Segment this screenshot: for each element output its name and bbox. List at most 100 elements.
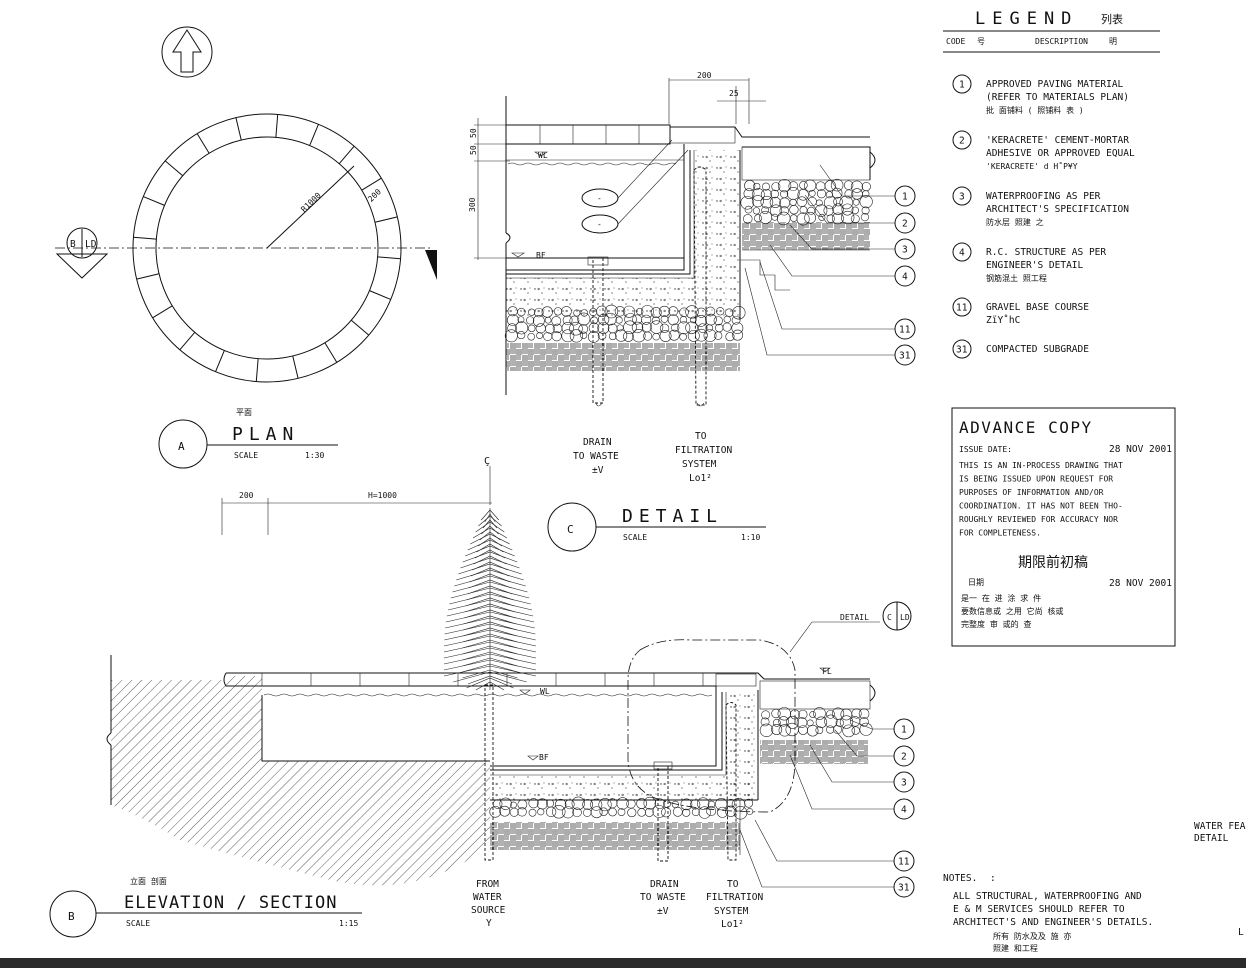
legend-desc-line: ARCHITECT'S SPECIFICATION <box>986 204 1129 215</box>
plan-width-label: 200 <box>366 187 383 204</box>
plan-title-cn: 平面 <box>236 408 252 417</box>
detail-dim-50b: 50 <box>469 145 478 155</box>
notes-line: ARCHITECT'S AND ENGINEER'S DETAILS. <box>953 917 1153 928</box>
legend-items: 1 APPROVED PAVING MATERIAL (REFER TO MATER… <box>952 74 1135 359</box>
legend-desc-line: 防水层 照建 之 <box>986 217 1044 227</box>
svg-text:DRAIN: DRAIN <box>583 437 612 448</box>
elevation-view: 200 H=1000 Ç WL BF <box>49 456 915 938</box>
detail-title: DETAIL <box>622 506 723 527</box>
title-block: WATER FEA DETAIL L <box>1194 821 1246 938</box>
north-arrow-icon <box>161 26 213 78</box>
legend-desc-header: DESCRIPTION <box>1035 37 1088 46</box>
detail-dim-25: 25 <box>729 89 739 98</box>
advance-body-line: ROUGHLY REVIEWED FOR ACCURACY NOR <box>959 515 1118 524</box>
detail-drain-label: DRAIN TO WASTE ±V <box>573 437 619 476</box>
legend-code-label: 31 <box>956 345 968 356</box>
detail-dim-50a: 50 <box>469 128 478 138</box>
legend-title-cn: 列表 <box>1101 12 1123 26</box>
detail-marker-letter: C <box>567 523 574 536</box>
notes-title-cn: : <box>990 873 996 884</box>
elev-water-label: FROM WATER SOURCE Y <box>471 879 506 929</box>
advance-issue-label: ISSUE DATE: <box>959 445 1012 454</box>
legend-code-label: 1 <box>959 80 965 91</box>
elev-drain-label: DRAIN TO WASTE ±V <box>640 879 686 917</box>
elev-filtration-label: TO FILTRATION SYSTEM Lo1² <box>706 879 763 930</box>
svg-text:TO: TO <box>695 431 707 442</box>
legend-desc-line: 批 面铺料 ( 照铺料 表 ) <box>986 105 1084 115</box>
titleblock-corner: L <box>1238 927 1244 938</box>
legend-desc-line: 钢筋混土 照工程 <box>986 273 1047 283</box>
legend-code-1 <box>952 74 972 94</box>
elev-title-marker <box>49 890 97 938</box>
detail-oval-1: - <box>597 194 602 203</box>
bottom-border <box>0 958 1246 968</box>
callout-label: 11 <box>899 325 911 336</box>
svg-text:WATER: WATER <box>473 892 502 903</box>
elev-detail-ref-ld: LD <box>900 613 910 622</box>
advance-title: ADVANCE COPY <box>959 418 1093 437</box>
detail-bf: BF <box>536 251 546 260</box>
legend-code-2 <box>952 130 972 150</box>
detail-filtration-label: TO FILTRATION SYSTEM Lo1² <box>675 431 732 484</box>
svg-text:FILTRATION: FILTRATION <box>675 445 732 456</box>
legend-desc-line: R.C. STRUCTURE AS PER <box>986 247 1106 258</box>
advance-cn-title: 期限前初稿 <box>1018 554 1088 571</box>
notes: NOTES. : ALL STRUCTURAL, WATERPROOFING A… <box>943 873 1153 953</box>
svg-text:±V: ±V <box>592 465 604 476</box>
callout-label: 11 <box>898 857 910 868</box>
detail-scale-label: SCALE <box>623 533 647 542</box>
paving-joints <box>133 114 401 382</box>
legend-desc-line: APPROVED PAVING MATERIAL <box>986 79 1124 90</box>
callout-label: 1 <box>902 192 908 203</box>
plan-view: R1000 200 B LD A 平面 PLAN SCALE 1:30 <box>55 113 437 469</box>
legend-desc-line: ZïY˚hC <box>986 315 1020 326</box>
section-marker-b: B LD <box>55 227 437 280</box>
legend-desc-line: (REFER TO MATERIALS PLAN) <box>986 92 1129 103</box>
svg-text:SYSTEM: SYSTEM <box>714 906 749 917</box>
plan-scale: 1:30 <box>305 451 324 460</box>
detail-scale: 1:10 <box>741 533 760 542</box>
notes-line: ALL STRUCTURAL, WATERPROOFING AND <box>953 891 1142 902</box>
svg-text:±V: ±V <box>657 906 669 917</box>
section-marker-letter: B <box>70 239 76 250</box>
plan-marker-letter: A <box>178 440 185 453</box>
svg-text:FILTRATION: FILTRATION <box>706 892 763 903</box>
svg-text:DRAIN: DRAIN <box>650 879 679 890</box>
elev-marker-letter: B <box>68 910 75 923</box>
svg-text:TO: TO <box>727 879 739 890</box>
advance-body-line: COORDINATION. IT HAS NOT BEEN THO- <box>959 502 1123 511</box>
legend-desc-line: 'KERACRETE' CEMENT-MORTAR <box>986 135 1129 146</box>
legend-desc-header-cn: 明 <box>1109 37 1117 46</box>
callout-label: 31 <box>899 351 911 362</box>
elev-fl: FL <box>822 667 832 676</box>
svg-text:Y: Y <box>486 918 492 929</box>
legend-code-header: CODE <box>946 37 965 46</box>
callout-label: 31 <box>898 883 910 894</box>
notes-cn-line: 照建 和工程 <box>993 943 1038 953</box>
elev-title-cn: 立面 剖面 <box>130 876 167 886</box>
callout-label: 4 <box>901 805 907 816</box>
legend-title: LEGEND <box>975 9 1078 29</box>
elev-centerline: Ç <box>484 456 490 467</box>
detail-view: 200 25 50 50 300 WL BF <box>468 71 916 552</box>
detail-dim-200: 200 <box>697 71 712 80</box>
notes-line: E & M SERVICES SHOULD REFER TO <box>953 904 1125 915</box>
advance-cn-line: 是一 在 进 涂 求 件 <box>961 593 1041 603</box>
advance-body-line: PURPOSES OF INFORMATION AND/OR <box>959 488 1104 497</box>
notes-title: NOTES. <box>943 873 977 884</box>
callout-label: 2 <box>902 219 908 230</box>
titleblock-line-1: WATER FEA <box>1194 821 1246 832</box>
svg-text:SOURCE: SOURCE <box>471 905 506 916</box>
callout-label: 4 <box>902 272 908 283</box>
callout-label: 3 <box>902 245 908 256</box>
legend-code-4 <box>952 242 972 262</box>
callout-label: 2 <box>901 752 907 763</box>
svg-text:FROM: FROM <box>476 879 499 890</box>
svg-text:TO WASTE: TO WASTE <box>640 892 686 903</box>
elev-dim-200: 200 <box>239 491 254 500</box>
plan-radius-label: R1000 <box>299 191 323 214</box>
advance-issue-date: 28 NOV 2001 <box>1109 444 1172 455</box>
elev-scale-label: SCALE <box>126 919 150 928</box>
callout-label: 1 <box>901 725 907 736</box>
